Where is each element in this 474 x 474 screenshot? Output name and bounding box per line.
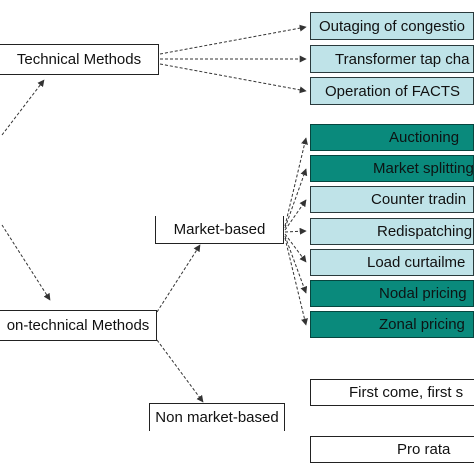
non-market-based-label: Non market-based [155,409,279,426]
arrow-market-to-item-3 [284,199,307,231]
market-based-label: Market-based [173,221,266,238]
market-item-auctioning: Auctioning [310,124,474,151]
non-market-item-label: Pro rata [397,441,451,458]
market-item-redispatching: Redispatching [310,218,474,245]
market-item-label: Market splitting [373,160,474,177]
technical-item-facts: Operation of FACTS [310,77,474,105]
arrow-root-to-technical [1,79,45,136]
arrow-market-to-item-6 [284,235,308,294]
arrow-non-technical-to-non-market [156,339,204,403]
arrow-market-to-item-1 [284,137,308,227]
arrow-non-technical-to-market [156,244,201,313]
market-item-label: Auctioning [389,129,460,146]
arrow-market-to-item-2 [284,168,308,229]
market-item-counter-trading: Counter tradin [310,186,474,213]
arrow-market-to-item-7 [284,237,308,326]
technical-item-transformer-tap: Transformer tap cha [310,45,474,73]
non-market-item-pro-rata: Pro rata [310,436,474,463]
technical-item-label: Outaging of congestio [319,17,465,35]
market-item-load-curtailment: Load curtailme [310,249,474,276]
technical-methods-node: Technical Methods [0,44,159,75]
arrow-market-to-item-5 [284,233,307,263]
non-technical-methods-node: on-technical Methods [0,310,157,341]
non-technical-methods-label: on-technical Methods [6,317,150,334]
market-item-label: Counter tradin [371,191,467,208]
technical-methods-label: Technical Methods [16,51,142,68]
arrow-root-to-non-technical [1,224,51,301]
market-item-nodal-pricing: Nodal pricing [310,280,474,307]
non-market-item-label: First come, first s [349,384,464,401]
arrow-market-to-item-4 [284,227,307,235]
technical-item-outaging: Outaging of congestio [310,12,474,40]
market-based-node: Market-based [155,216,284,244]
arrow-technical-to-item-3 [159,63,307,94]
market-item-zonal-pricing: Zonal pricing [310,311,474,338]
technical-item-label: Transformer tap cha [335,50,470,68]
technical-item-label: Operation of FACTS [325,82,461,100]
arrow-technical-to-item-1 [159,24,307,55]
non-market-item-first-come: First come, first s [310,379,474,406]
non-market-based-node: Non market-based [149,403,285,431]
market-item-label: Load curtailme [367,254,466,271]
market-item-label: Zonal pricing [379,316,465,333]
market-item-label: Nodal pricing [379,285,467,302]
market-item-label: Redispatching [377,223,473,240]
market-item-market-splitting: Market splitting [310,155,474,182]
